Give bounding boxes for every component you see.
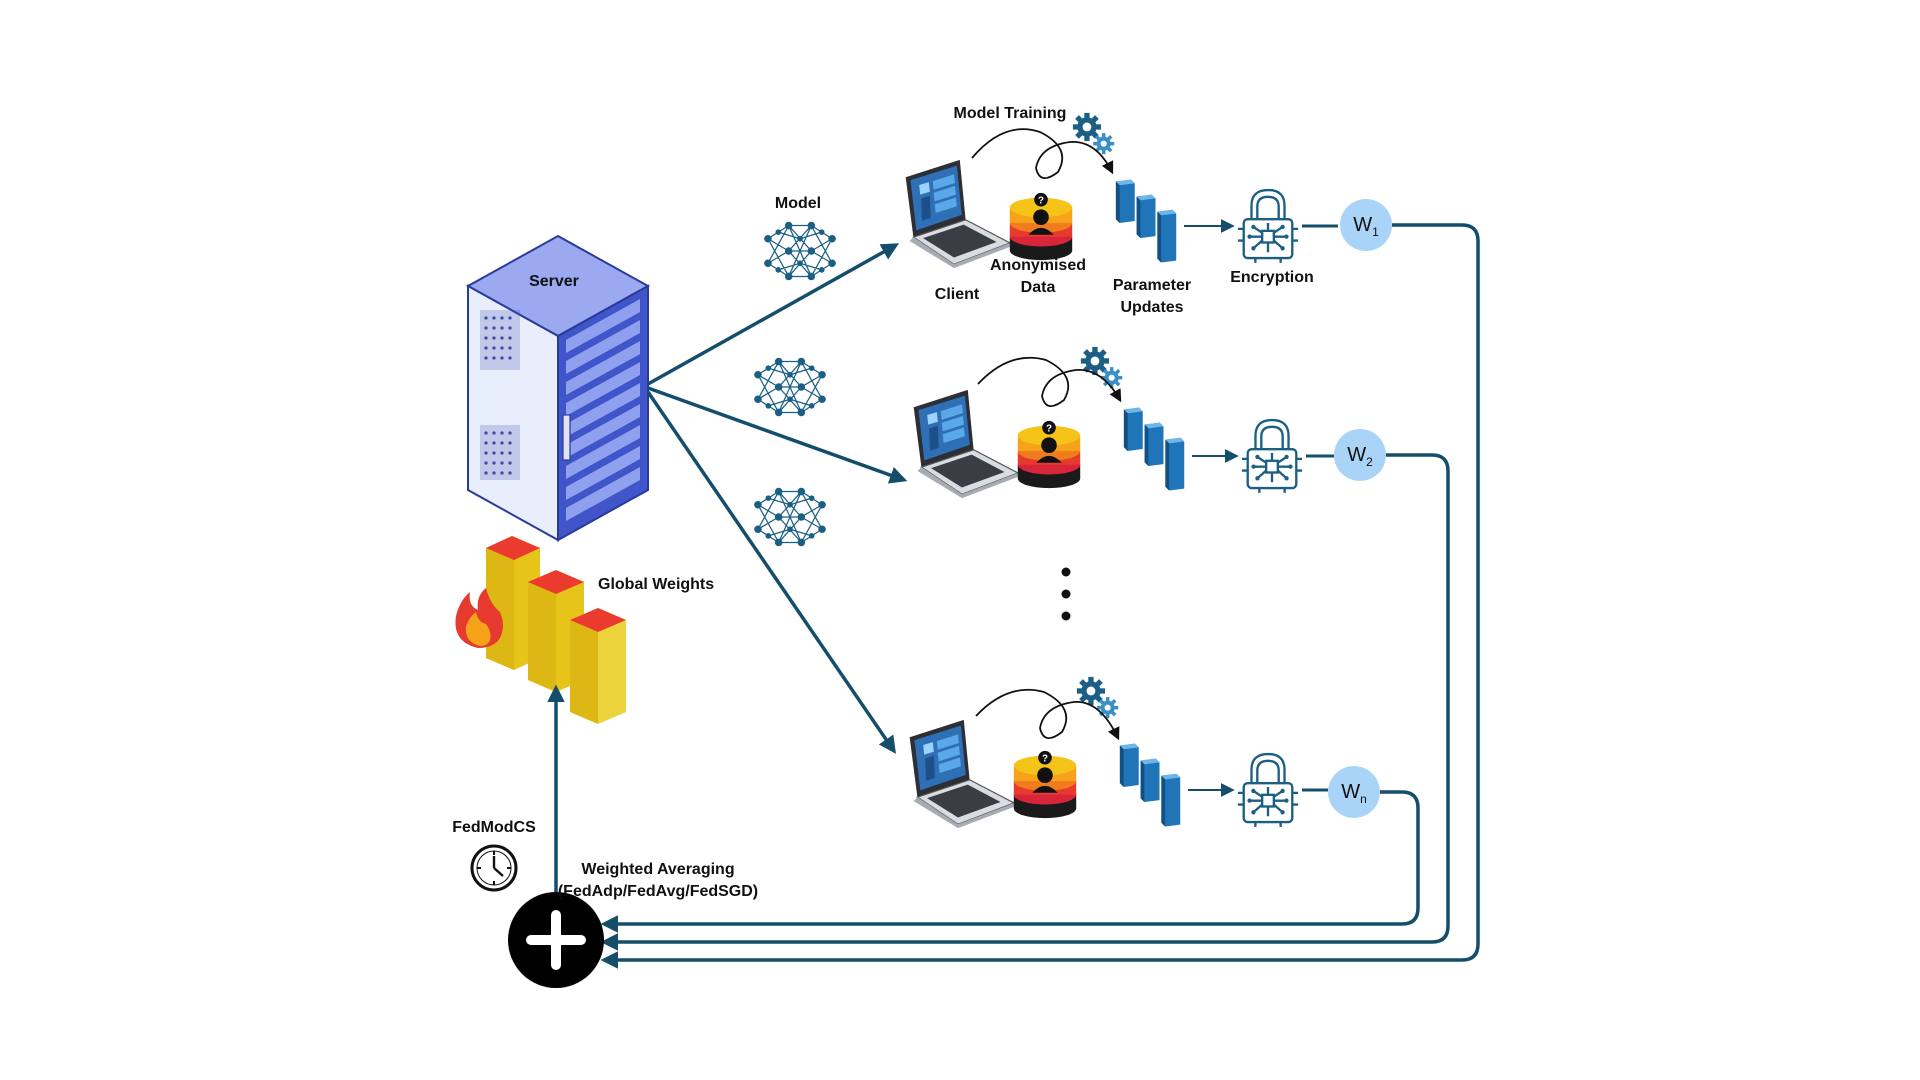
weight-w1-base: W: [1353, 214, 1372, 236]
global-weights-bars-icon: [486, 536, 626, 724]
neural-network-icon: [763, 221, 837, 281]
weight-w2-base: W: [1347, 444, 1366, 466]
weight-node-wn: [1328, 766, 1380, 818]
weight-wn-base: W: [1341, 781, 1360, 803]
weighted-averaging-label-line2: (FedAdp/FedAvg/FedSGD): [558, 883, 758, 900]
anonymised-database-icon: [1013, 750, 1077, 819]
fedmodcs-label: FedModCS: [452, 819, 536, 836]
client-row-n: Wn: [909, 676, 1380, 829]
gears-icon: [1080, 346, 1123, 389]
weight-w2-sub: 2: [1366, 455, 1373, 469]
svg-text:W1: W1: [1353, 214, 1379, 239]
parameter-updates-label-line1: Parameter: [1113, 277, 1191, 294]
model-label: Model: [775, 195, 821, 212]
return-line-w2: [600, 453, 1450, 951]
anonymised-database-icon: [1017, 420, 1081, 489]
model-training-label: Model Training: [954, 105, 1067, 122]
encryption-lock-icon: [1236, 752, 1300, 828]
laptop-icon: [909, 719, 1015, 829]
encryption-lock-icon: [1236, 188, 1300, 264]
neural-network-icon: [753, 487, 827, 547]
arrow-to-client-n: [646, 391, 896, 754]
clock-icon: [470, 844, 518, 892]
anonymised-database-icon: [1009, 192, 1073, 261]
distribution-arrows: [646, 243, 908, 754]
arrow-to-client-1: [647, 243, 900, 386]
training-curve-arrow: [977, 356, 1122, 407]
client-row-1: Model Training Client Anonymised Data Pa…: [905, 105, 1392, 316]
weight-node-w2: [1334, 429, 1386, 481]
client-label: Client: [935, 286, 980, 303]
fire-icon: [455, 588, 503, 648]
svg-text:W2: W2: [1347, 444, 1373, 469]
plus-aggregator-icon: [508, 892, 604, 988]
return-line-wn: [600, 790, 1420, 933]
weight-wn-sub: n: [1360, 792, 1367, 806]
arrow-to-client-2: [647, 386, 908, 484]
server-label: Server: [529, 273, 579, 290]
global-weights-label: Global Weights: [598, 576, 714, 593]
aggregation-return-lines: [600, 223, 1480, 969]
return-line-w1: [600, 223, 1480, 969]
parameter-blocks-icon: [1123, 407, 1185, 491]
laptop-icon: [913, 389, 1019, 499]
weight-w1-sub: 1: [1372, 225, 1379, 239]
client-row-2: W2: [913, 346, 1386, 499]
neural-network-icon: [753, 357, 827, 417]
encryption-label: Encryption: [1230, 269, 1314, 286]
encryption-lock-icon: [1240, 418, 1304, 494]
svg-text:Wn: Wn: [1341, 781, 1367, 806]
weight-node-w1: [1340, 199, 1392, 251]
anonymised-data-label-line1: Anonymised: [990, 257, 1086, 274]
ellipsis-dots: [1061, 567, 1071, 621]
training-curve-arrow: [975, 688, 1120, 741]
anonymised-data-label-line2: Data: [1021, 279, 1056, 296]
parameter-blocks-icon: [1119, 743, 1181, 827]
training-curve-arrow: [971, 128, 1114, 179]
parameter-blocks-icon: [1115, 179, 1177, 263]
laptop-icon: [905, 159, 1011, 269]
gears-icon: [1076, 676, 1119, 719]
server-icon: [465, 234, 651, 542]
weighted-averaging-label-line1: Weighted Averaging: [581, 861, 734, 878]
parameter-updates-label-line2: Updates: [1120, 299, 1183, 316]
